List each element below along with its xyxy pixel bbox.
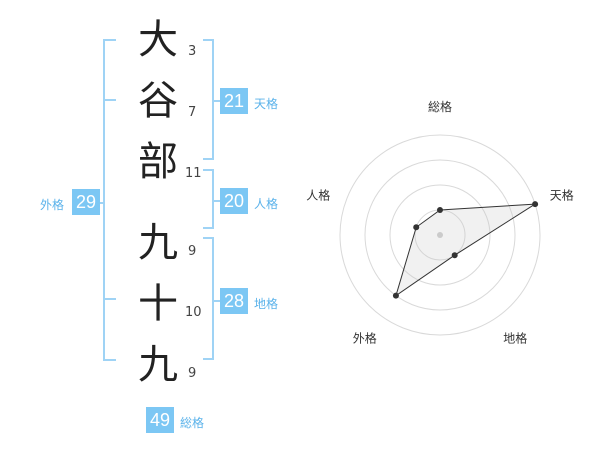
radar-axis-label-5: 人格 [306,187,330,202]
radar-axis-label-2: 天格 [550,187,574,202]
tenkaku-label: 天格 [254,97,279,111]
radar-point-2 [532,201,539,208]
radar-axis-label-3: 地格 [503,331,527,346]
radar-point-3 [451,252,458,259]
radar-point-5 [413,224,420,231]
soukaku-value: 49 [146,407,174,433]
radar-axis-label-4: 外格 [353,331,377,346]
radar-ring-3 [364,159,516,311]
radar-point-1 [437,207,443,213]
name-char-3: 部 [138,139,178,185]
radar-point-4 [392,292,399,299]
stroke-count-2: 7 [188,105,197,120]
name-char-5: 十 [138,281,178,327]
radar-ring-2 [389,184,491,286]
tenkaku-value: 21 [220,88,248,114]
stroke-count-1: 3 [188,44,197,59]
stroke-count-4: 9 [188,244,197,259]
name-char-2: 谷 [138,78,178,124]
gaikaku-bracket [103,39,116,361]
chikaku-value: 28 [220,288,248,314]
jinkaku-bracket [203,169,214,229]
stroke-count-5: 10 [185,305,202,320]
gaikaku-label: 外格 [40,198,65,212]
stroke-count-6: 9 [188,366,197,381]
chikaku-label: 地格 [254,297,279,311]
gaikaku-value: 29 [72,189,100,215]
tenkaku-bracket [203,39,214,160]
jinkaku-label: 人格 [254,197,279,211]
radar-axis-label-1: 総格 [428,99,452,114]
soukaku-label: 総格 [180,416,205,430]
name-char-4: 九 [138,220,178,266]
radar-series-polygon [395,203,536,297]
jinkaku-value: 20 [220,188,248,214]
radar-center [437,232,443,238]
name-char-6: 九 [138,342,178,388]
chikaku-bracket [203,237,214,360]
radar-ring-4 [339,134,541,336]
name-char-1: 大 [138,17,178,63]
stroke-count-3: 11 [185,166,202,181]
